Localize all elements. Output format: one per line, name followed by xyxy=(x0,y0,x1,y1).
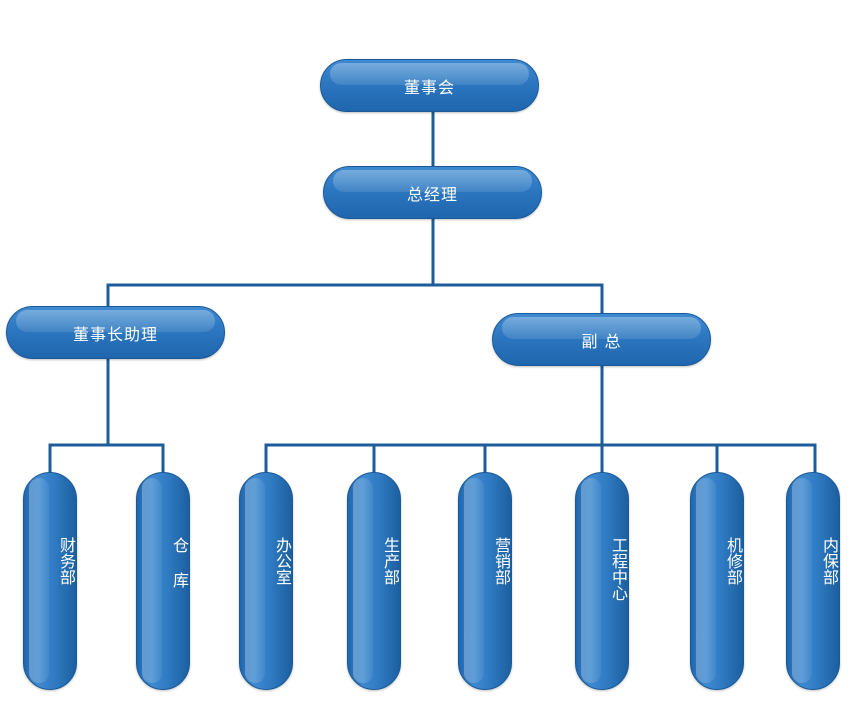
node-dept-office: 办公室 xyxy=(239,472,293,690)
node-board: 董事会 xyxy=(320,59,539,112)
node-dept-production-label: 生产部 xyxy=(381,537,400,585)
node-dept-engineering: 工程中心 xyxy=(575,472,629,690)
node-vice-president: 副 总 xyxy=(492,313,711,366)
node-vice-president-label: 副 总 xyxy=(581,331,622,351)
node-dept-maintenance: 机修部 xyxy=(690,472,744,690)
node-general-manager: 总经理 xyxy=(323,166,542,219)
node-dept-office-label: 办公室 xyxy=(273,537,292,585)
node-dept-security: 内保部 xyxy=(786,472,840,690)
node-dept-finance: 财务部 xyxy=(23,472,77,690)
node-dept-finance-label: 财务部 xyxy=(57,537,76,585)
node-dept-production: 生产部 xyxy=(347,472,401,690)
node-board-label: 董事会 xyxy=(403,77,455,97)
node-dept-maintenance-label: 机修部 xyxy=(724,537,743,585)
node-dept-engineering-label: 工程中心 xyxy=(609,537,628,601)
node-general-manager-label: 总经理 xyxy=(406,184,458,204)
node-chairman-assistant: 董事长助理 xyxy=(6,306,225,359)
node-dept-sales-label: 营销部 xyxy=(492,537,511,585)
node-dept-warehouse-label: 仓 库 xyxy=(170,537,189,588)
node-dept-sales: 营销部 xyxy=(458,472,512,690)
node-dept-warehouse: 仓 库 xyxy=(136,472,190,690)
node-dept-security-label: 内保部 xyxy=(820,537,839,585)
node-chairman-assistant-label: 董事长助理 xyxy=(72,324,158,344)
